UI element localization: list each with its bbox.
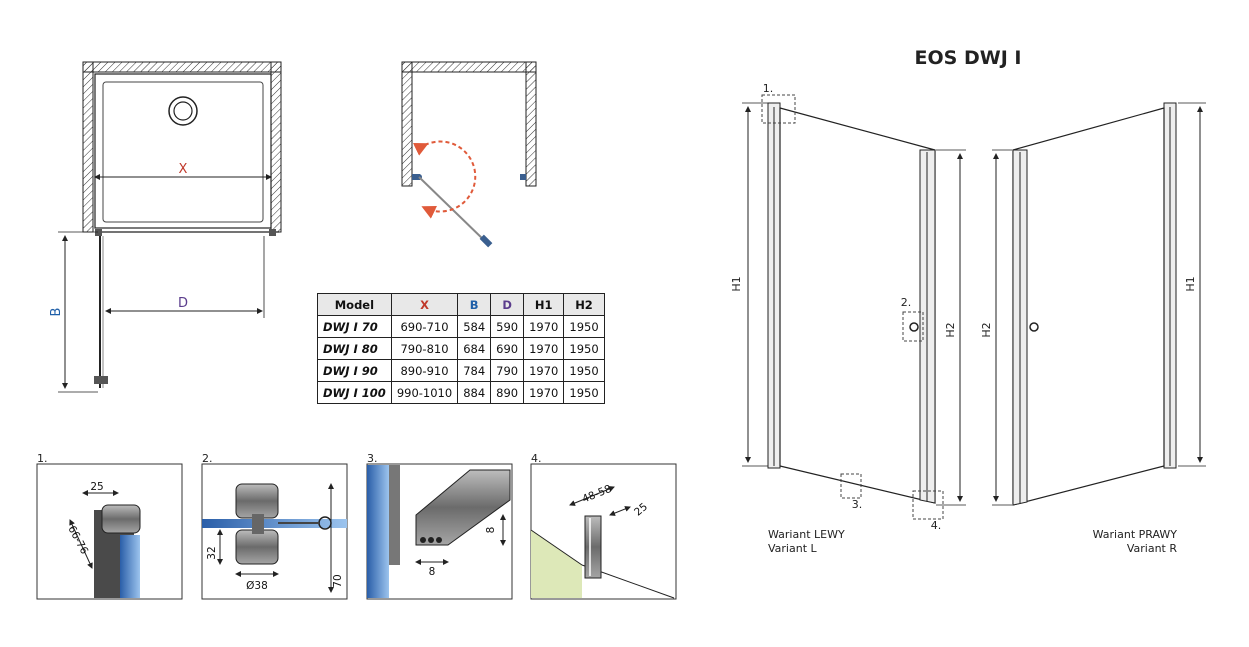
cell-model: DWJ I 90 [317, 359, 392, 382]
cell-x: 990-1010 [390, 381, 459, 404]
cell-d: 890 [490, 381, 525, 404]
cell-h1: 1970 [523, 337, 565, 360]
dimensions-table: Model X B D H1 H2 DWJ I 70 690-710 584 5… [317, 293, 605, 404]
variant-left-line-1: Wariant LEWY [768, 528, 845, 541]
cell-h2: 1950 [563, 359, 605, 382]
h1-label-right: H1 [1184, 276, 1197, 291]
cell-b: 784 [457, 359, 492, 382]
cell-h1: 1970 [523, 359, 565, 382]
detail-3-height-label: 8 [485, 527, 497, 534]
plan-view [58, 61, 282, 393]
cell-h1: 1970 [523, 381, 565, 404]
cell-model: DWJ I 70 [317, 315, 392, 338]
x-dimension-label: X [179, 162, 188, 177]
h2-label-right: H2 [980, 322, 993, 337]
product-title: EOS DWJ I [915, 47, 1022, 69]
variant-right-line-2: Variant R [1127, 542, 1178, 555]
cell-h2: 1950 [563, 315, 605, 338]
cell-model: DWJ I 100 [317, 381, 392, 404]
detail-2-number: 2. [202, 452, 213, 465]
door-swing-diagram [401, 61, 537, 248]
callout-3-label: 3. [852, 498, 863, 511]
cell-b: 884 [457, 381, 492, 404]
cell-h2: 1950 [563, 337, 605, 360]
callout-2-label: 2. [901, 296, 912, 309]
cell-b: 584 [457, 315, 492, 338]
callout-1-label: 1. [763, 82, 774, 95]
col-header-model: Model [317, 293, 392, 316]
cell-h1: 1970 [523, 315, 565, 338]
h2-label-left: H2 [944, 322, 957, 337]
callout-4-label: 4. [931, 519, 942, 532]
cell-x: 890-910 [390, 359, 459, 382]
cell-h2: 1950 [563, 381, 605, 404]
detail-3-number: 3. [367, 452, 378, 465]
left-variant-elevation [742, 94, 966, 520]
variant-right-line-1: Wariant PRAWY [1093, 528, 1178, 541]
h1-label-left: H1 [730, 276, 743, 291]
detail-2-height-label: 32 [206, 546, 218, 559]
table-row: DWJ I 80 790-810 684 690 1970 1950 [317, 337, 605, 360]
detail-2-panel [201, 463, 348, 600]
right-variant-elevation [992, 102, 1206, 506]
detail-2-total-label: 70 [332, 574, 344, 587]
col-header-b: B [457, 293, 492, 316]
cell-x: 790-810 [390, 337, 459, 360]
detail-1-number: 1. [37, 452, 48, 465]
detail-3-width-label: 8 [429, 566, 436, 578]
table-header-row: Model X B D H1 H2 [317, 293, 605, 316]
cell-x: 690-710 [390, 315, 459, 338]
b-dimension-label: B [49, 308, 64, 317]
detail-4-panel [530, 463, 677, 600]
cell-b: 684 [457, 337, 492, 360]
cell-d: 690 [490, 337, 525, 360]
table-row: DWJ I 90 890-910 784 790 1970 1950 [317, 359, 605, 382]
detail-4-number: 4. [531, 452, 542, 465]
col-header-x: X [390, 293, 459, 316]
cell-model: DWJ I 80 [317, 337, 392, 360]
detail-3-panel [366, 463, 513, 600]
detail-2-diameter-label: Ø38 [246, 580, 268, 592]
cell-d: 790 [490, 359, 525, 382]
d-dimension-label: D [178, 296, 188, 311]
table-row: DWJ I 100 990-1010 884 890 1970 1950 [317, 381, 605, 404]
variant-left-line-2: Variant L [768, 542, 818, 555]
col-header-h2: H2 [563, 293, 605, 316]
col-header-h1: H1 [523, 293, 565, 316]
table-row: DWJ I 70 690-710 584 590 1970 1950 [317, 315, 605, 338]
detail-1-width-label: 25 [90, 481, 103, 493]
col-header-d: D [490, 293, 525, 316]
cell-d: 590 [490, 315, 525, 338]
detail-1-panel [36, 463, 183, 600]
